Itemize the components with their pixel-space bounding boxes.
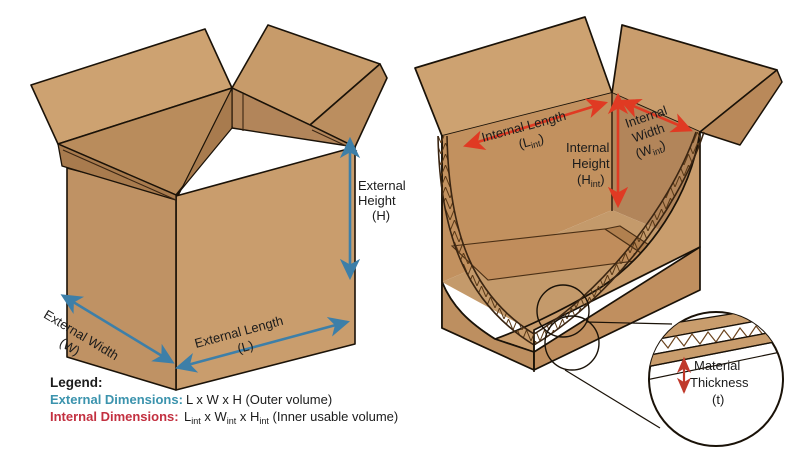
left-box-left-face xyxy=(66,167,177,391)
svg-text:(Wint): (Wint) xyxy=(634,137,668,163)
external-length-arrow xyxy=(174,316,351,373)
external-height-label-line2: Height xyxy=(358,193,396,208)
external-width-arrow xyxy=(60,294,175,364)
svg-text:(Lint): (Lint) xyxy=(517,130,546,153)
internal-length-label-base: (L xyxy=(517,134,532,151)
legend-internal-value: Lint x Wint x Hint (Inner usable volume) xyxy=(184,409,398,426)
internal-height-label-sub: int xyxy=(591,179,601,189)
internal-length-label-close: ) xyxy=(537,130,545,146)
legend-internal-key: Internal Dimensions: xyxy=(50,409,179,424)
external-height-label-line1: External xyxy=(358,178,406,193)
internal-width-arrow xyxy=(619,98,693,133)
internal-length-label-sub: int xyxy=(530,138,542,150)
legend: Legend: External Dimensions: L x W x H (… xyxy=(50,375,398,426)
material-thickness-label-line3: (t) xyxy=(712,392,724,407)
internal-height-label-line1: Internal xyxy=(566,140,609,155)
right-box-right-flap-underside xyxy=(699,69,783,146)
internal-width-label-close: ) xyxy=(658,137,667,153)
legend-internal-part-3: int xyxy=(227,416,237,426)
left-box-front-face xyxy=(175,146,356,391)
internal-length-arrow xyxy=(463,98,608,150)
legend-title: Legend: xyxy=(50,375,103,390)
left-box-group: External Height (H) External Width (W) E… xyxy=(30,24,406,391)
left-box-crease-a xyxy=(62,149,177,201)
internal-height-label-line2: Height xyxy=(572,156,610,171)
callout-board-lower-sheet xyxy=(649,347,783,381)
legend-internal-part-4: x H xyxy=(236,409,259,424)
material-thickness-label-line1: Material xyxy=(694,358,740,373)
external-height-label-line3: (H) xyxy=(372,208,390,223)
right-box-cut-edge-outline-inner xyxy=(446,131,697,335)
callout-connector-upper xyxy=(585,321,673,325)
legend-internal-part-1: int xyxy=(191,416,201,426)
legend-external-key: External Dimensions: xyxy=(50,392,183,407)
right-box-cut-edge-corrugation xyxy=(437,130,705,346)
internal-width-label-sub: int xyxy=(651,145,664,158)
external-length-label-line2: (L) xyxy=(236,337,255,356)
callout-source-circle-upper xyxy=(536,284,590,338)
legend-internal-part-2: x W xyxy=(201,409,228,424)
callout-source-circle-lower xyxy=(544,315,600,371)
legend-internal-part-5: int xyxy=(259,416,269,426)
legend-external-value: L x W x H (Outer volume) xyxy=(186,392,332,407)
internal-height-label-base: (H xyxy=(577,172,591,187)
internal-height-label-close: ) xyxy=(600,172,604,187)
callout-board-bottom-liner xyxy=(649,326,783,370)
internal-width-label-base: (W xyxy=(634,141,655,161)
internal-height-label-group: Internal Height (Hint) xyxy=(566,140,610,189)
callout-connector-lower xyxy=(564,369,661,429)
svg-text:(Hint): (Hint) xyxy=(577,172,605,189)
material-thickness-label-line2: Thickness xyxy=(690,375,749,390)
legend-internal-part-6: (Inner usable volume) xyxy=(269,409,398,424)
legend-internal-part-0: L xyxy=(184,409,191,424)
right-box-group: Internal Length (Lint) Internal Height (… xyxy=(414,16,784,447)
